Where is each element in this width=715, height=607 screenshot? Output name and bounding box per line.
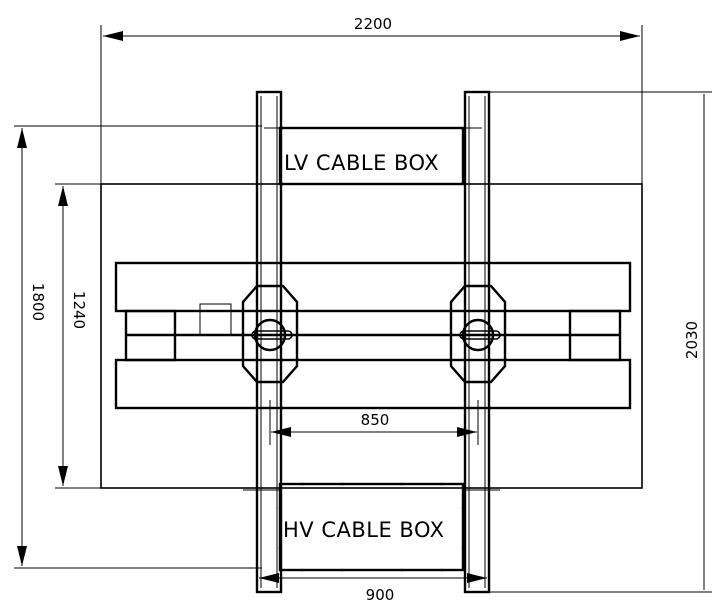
dimension-1240-label: 1240	[70, 291, 88, 329]
right-rail	[463, 90, 491, 594]
hv-cable-box: HV CABLE BOX	[243, 482, 500, 572]
left-wheel-assembly	[241, 284, 299, 384]
dimension-2200-label: 2200	[354, 15, 392, 33]
dimension-overall-width: 2200	[100, 15, 643, 184]
lower-radiator-bank	[114, 358, 632, 410]
dimension-rail-spacing: 900	[259, 573, 487, 604]
dimension-900-label: 900	[366, 586, 395, 604]
lv-cable-box-label: LV CABLE BOX	[284, 151, 439, 175]
right-wheel-assembly	[449, 284, 507, 384]
left-core-end	[124, 309, 177, 362]
dimension-body-height: 1240	[55, 183, 101, 489]
hv-box-bolts	[278, 482, 465, 572]
hv-cable-box-label: HV CABLE BOX	[283, 518, 445, 542]
left-rail	[255, 90, 283, 594]
lv-cable-box: LV CABLE BOX	[264, 126, 482, 186]
dimension-overall-height: 1800	[14, 125, 262, 569]
dimension-2030-label: 2030	[683, 321, 701, 359]
right-core-end	[568, 309, 622, 362]
dimension-wheel-gauge: 850	[269, 400, 479, 445]
upper-radiator-bank	[114, 261, 632, 313]
dimension-850-label: 850	[361, 411, 390, 429]
dimension-rail-length: 2030	[489, 91, 712, 593]
small-terminal-box	[199, 303, 232, 336]
dimension-1800-label: 1800	[29, 283, 47, 321]
